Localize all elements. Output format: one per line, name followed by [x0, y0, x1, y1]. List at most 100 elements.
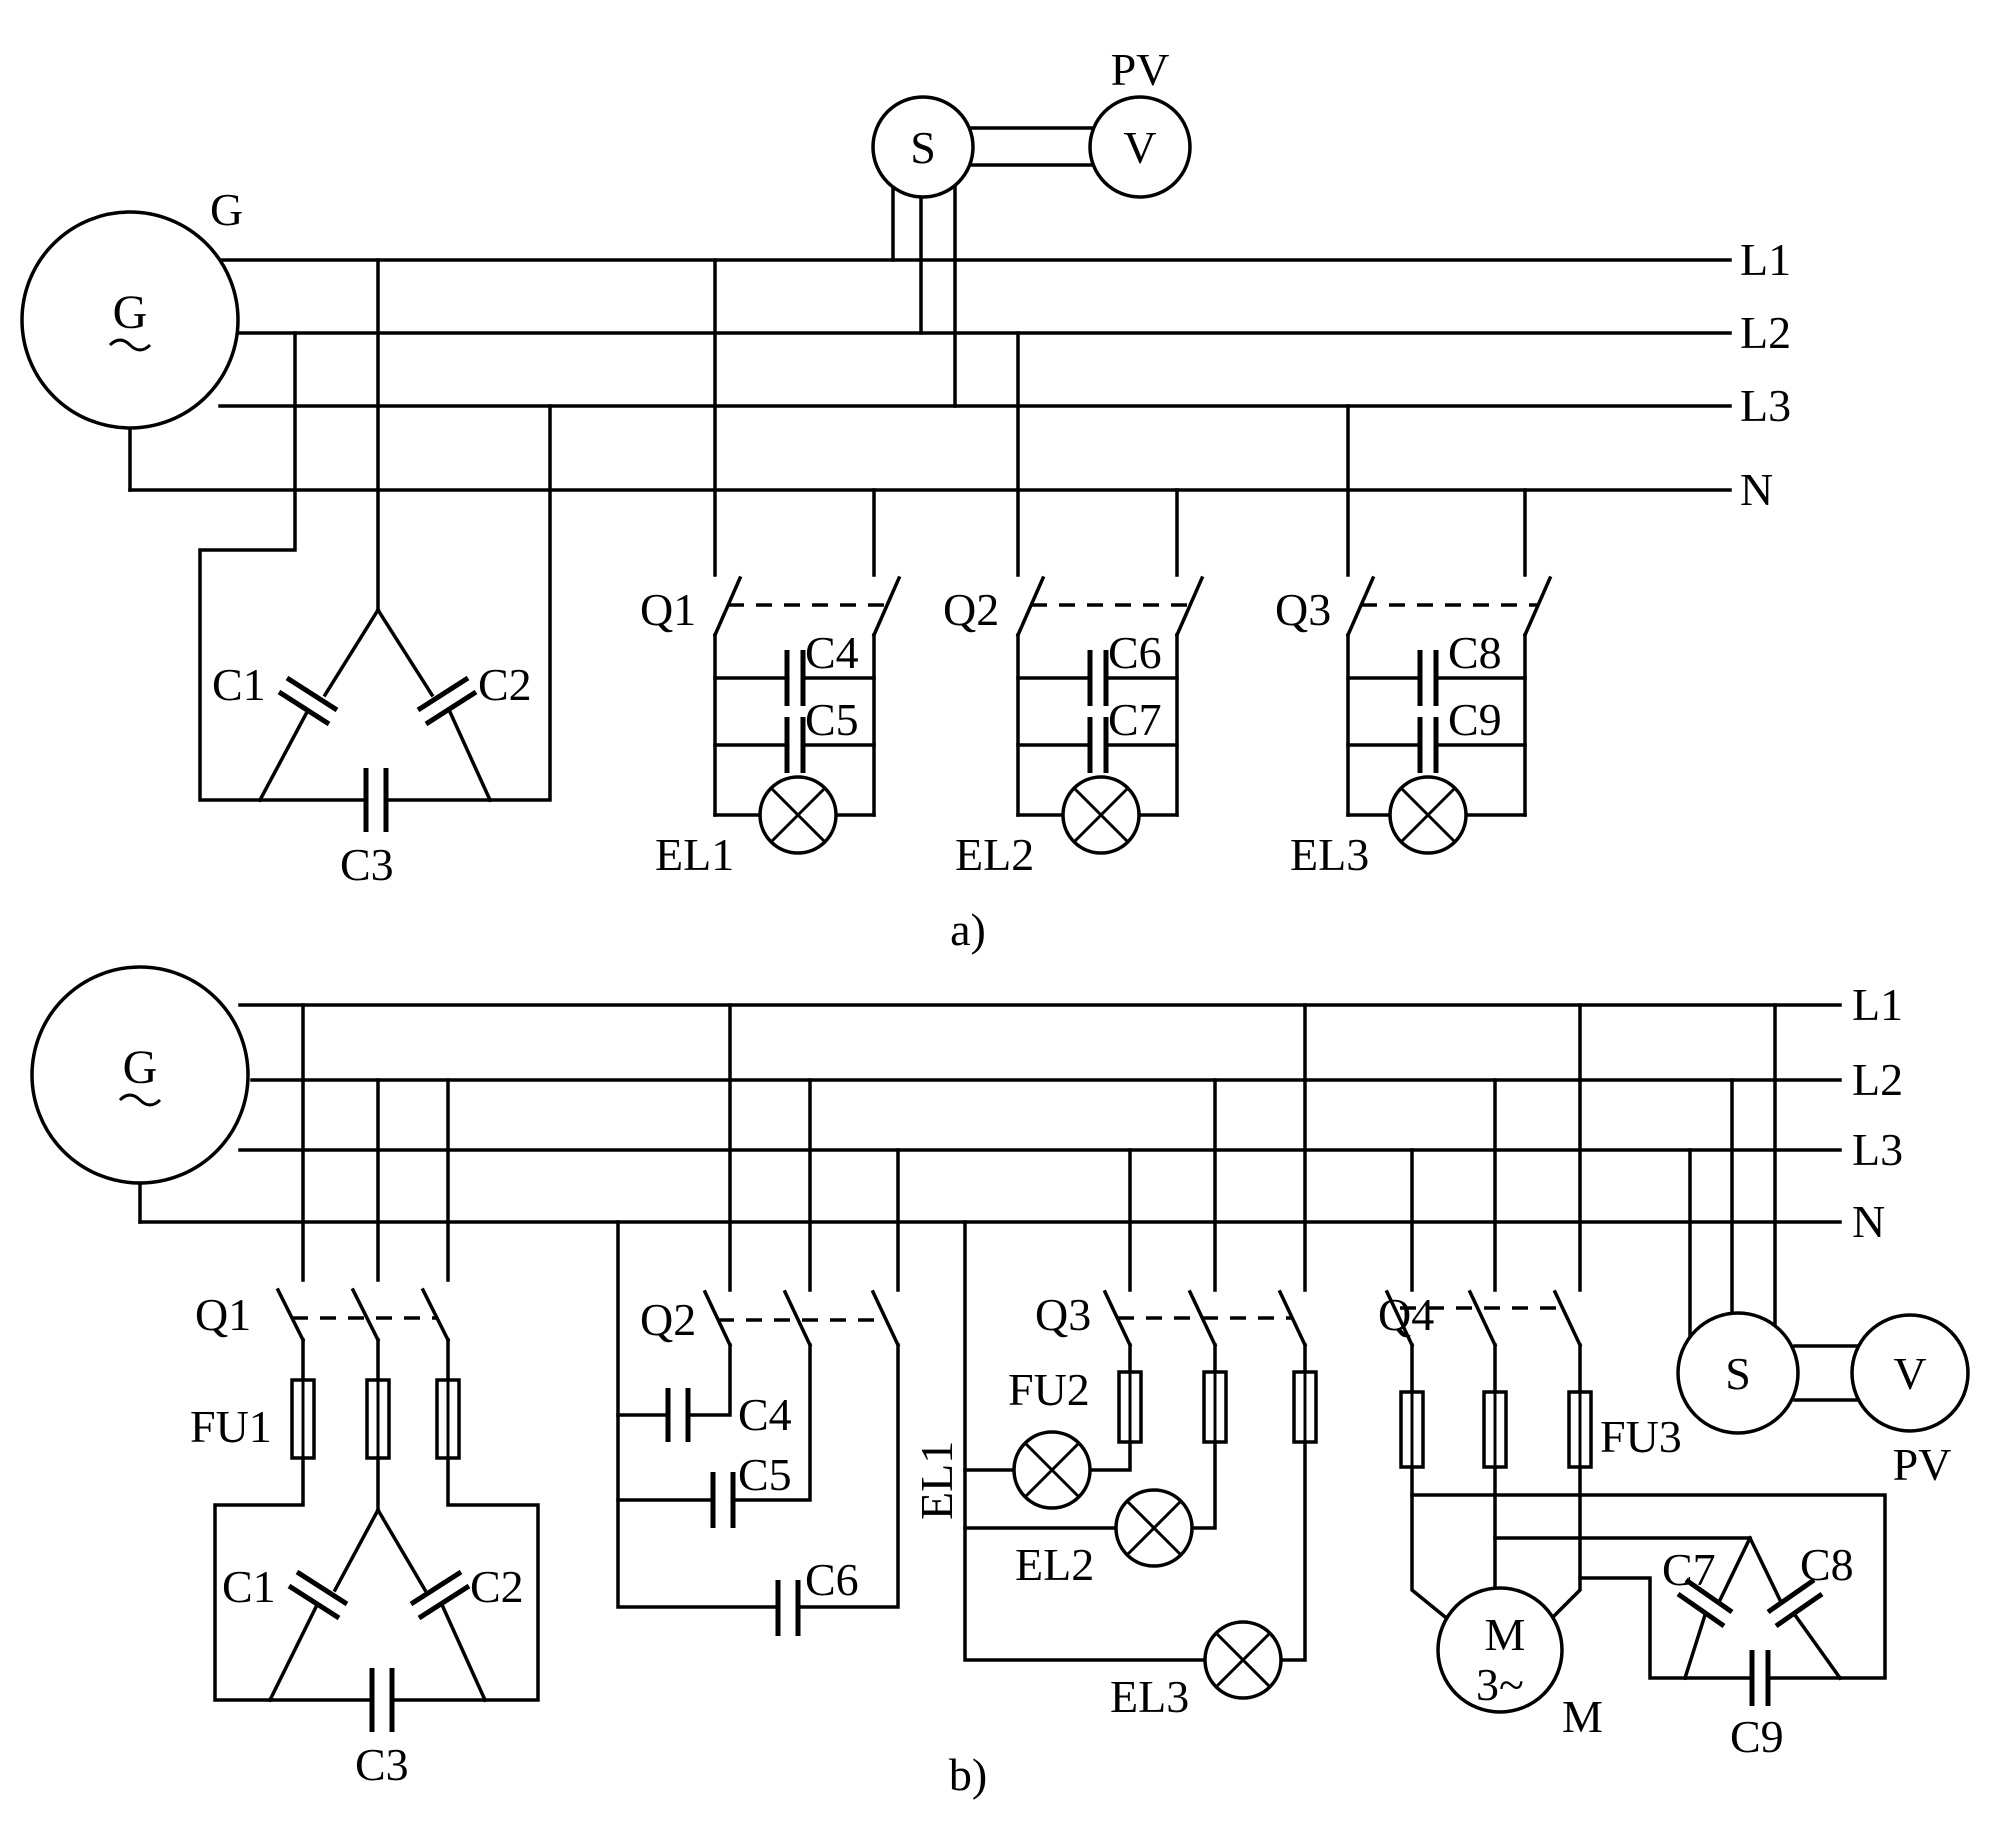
b-label-c4: C4 — [738, 1389, 792, 1440]
a-selector-switch — [871, 95, 975, 199]
b-el3-lead — [1278, 1440, 1307, 1662]
b-c7-p1 — [1684, 1577, 1734, 1615]
b-label-c8: C8 — [1800, 1539, 1854, 1590]
b-voltmeter-symbol: V — [1893, 1348, 1926, 1399]
b-label-c7: C7 — [1662, 1544, 1716, 1595]
b-motor-lead-3 — [1542, 1465, 1582, 1628]
b-delta-right — [446, 1456, 540, 1702]
b-label-q3: Q3 — [1035, 1289, 1091, 1340]
a-load-branch-3: Q3 C8 C9 EL3 — [1275, 404, 1553, 880]
a-q1-blade-b — [871, 575, 902, 638]
a-cap-wire-right — [488, 404, 552, 802]
a-c2-wire-up — [375, 607, 435, 698]
a-load-branch-1: Q1 C4 C5 EL1 — [640, 258, 902, 880]
a-voltmeter-tag: PV — [1111, 44, 1170, 95]
b-star-caps: Q2 C4 C5 C6 — [616, 1003, 901, 1636]
b-lamp-neutral — [963, 1220, 1207, 1662]
a-q1-blade-a — [712, 575, 743, 638]
a-capacitor-bank: C1 C2 C3 — [198, 258, 552, 890]
b-label-c9: C9 — [1730, 1711, 1784, 1762]
a-generator-tilde — [108, 338, 152, 352]
b-label-c1: C1 — [222, 1561, 276, 1612]
a-label-c2: C2 — [478, 659, 532, 710]
b-label-c5: C5 — [738, 1449, 792, 1500]
a-label-q2: Q2 — [943, 584, 999, 635]
b-q3-blade-1 — [1102, 1289, 1133, 1348]
a-generator-symbol: G — [113, 286, 148, 339]
b-generator-tilde — [118, 1093, 162, 1107]
b-c8-down — [1792, 1612, 1843, 1681]
b-label-c3: C3 — [355, 1739, 409, 1790]
b-q2-blade-2 — [782, 1289, 813, 1348]
b-c4-lead — [688, 1343, 732, 1417]
b-cap-bus-1 — [1410, 1493, 1887, 1680]
a-generator — [20, 210, 240, 430]
b-label-l3: L3 — [1852, 1124, 1903, 1175]
b-q3-blade-3 — [1277, 1289, 1308, 1348]
a-q3-blade-b — [1522, 575, 1553, 638]
b-label-el3: EL3 — [1110, 1671, 1189, 1722]
a-label-l2: L2 — [1740, 307, 1791, 358]
a-c1-plate2 — [277, 689, 331, 727]
b-motor-phase: 3~ — [1476, 1659, 1524, 1710]
a-label-c9: C9 — [1448, 694, 1502, 745]
b-c2-p2 — [417, 1583, 471, 1621]
a-selector-label: S — [910, 122, 936, 173]
a-label-n: N — [1740, 464, 1773, 515]
b-label-fu2: FU2 — [1008, 1364, 1090, 1415]
b-label-el2: EL2 — [1015, 1539, 1094, 1590]
diagram-a: G G L1 L2 L3 N C1 C2 C3 — [20, 44, 1791, 955]
a-c1-wire-up — [322, 607, 381, 698]
a-load-branch-2: Q2 C6 C7 EL2 — [943, 331, 1205, 880]
b-c8-p1 — [1766, 1577, 1816, 1615]
b-selector-switch — [1676, 1311, 1800, 1435]
a-generator-label: G — [210, 184, 243, 235]
b-lighting-branch: Q3 FU2 EL1 EL2 EL3 — [911, 1003, 1318, 1722]
b-label-l2: L2 — [1852, 1054, 1903, 1105]
b-c1-down — [267, 1604, 319, 1703]
a-voltmeter-group: S V PV — [871, 44, 1192, 408]
b-q4-blade-2 — [1467, 1289, 1498, 1348]
a-q3-blade-a — [1345, 575, 1376, 638]
b-c6-lead — [798, 1343, 900, 1609]
a-lamp-3-x2 — [1399, 786, 1457, 844]
a-lamp-2-x2 — [1072, 786, 1130, 844]
a-lamp-1-x2 — [769, 786, 827, 844]
b-q2-blade-1 — [702, 1289, 733, 1348]
b-label-l1: L1 — [1852, 979, 1903, 1030]
a-label-q1: Q1 — [640, 584, 696, 635]
b-compensation-bank: Q1 FU1 C1 C2 C3 — [190, 1003, 540, 1790]
a-c1-plate1 — [285, 675, 339, 713]
a-label-el1: EL1 — [655, 829, 734, 880]
b-lamp-2-x2 — [1125, 1499, 1183, 1557]
b-q1-blade-3 — [420, 1287, 451, 1343]
a-label-c3: C3 — [340, 839, 394, 890]
b-c7-p2 — [1676, 1591, 1726, 1629]
b-cap-bus-3 — [1578, 1576, 1687, 1680]
b-c2-down — [440, 1604, 488, 1703]
b-motor-branch: M 3~ M Q4 FU3 — [1378, 1003, 1887, 1742]
b-star-neutral — [616, 1220, 780, 1609]
b-motor-lead-1 — [1410, 1465, 1458, 1628]
b-c7-down — [1682, 1612, 1708, 1681]
b-delta-left — [213, 1456, 305, 1702]
a-c2-wire-down — [447, 709, 493, 803]
b-generator-symbol: G — [123, 1041, 158, 1094]
b-label-c6: C6 — [805, 1554, 859, 1605]
b-q4-blade-1 — [1384, 1289, 1415, 1348]
b-c2-up — [375, 1507, 428, 1593]
b-motor-symbol: M — [1485, 1609, 1526, 1660]
b-voltmeter-tag: PV — [1893, 1439, 1952, 1490]
a-q2-blade-a — [1015, 575, 1046, 638]
a-c2-plate2 — [424, 689, 478, 727]
b-label-n: N — [1852, 1196, 1885, 1247]
b-c1-up — [332, 1507, 381, 1593]
b-label-fu3: FU3 — [1600, 1411, 1682, 1462]
a-c1-wire-down — [257, 709, 310, 803]
b-el1-lead — [1088, 1440, 1132, 1472]
a-caption: a) — [950, 904, 986, 955]
b-c8-up — [1747, 1535, 1783, 1603]
b-motor — [1436, 1586, 1564, 1714]
b-c5-lead — [733, 1343, 812, 1502]
a-label-c6: C6 — [1108, 627, 1162, 678]
